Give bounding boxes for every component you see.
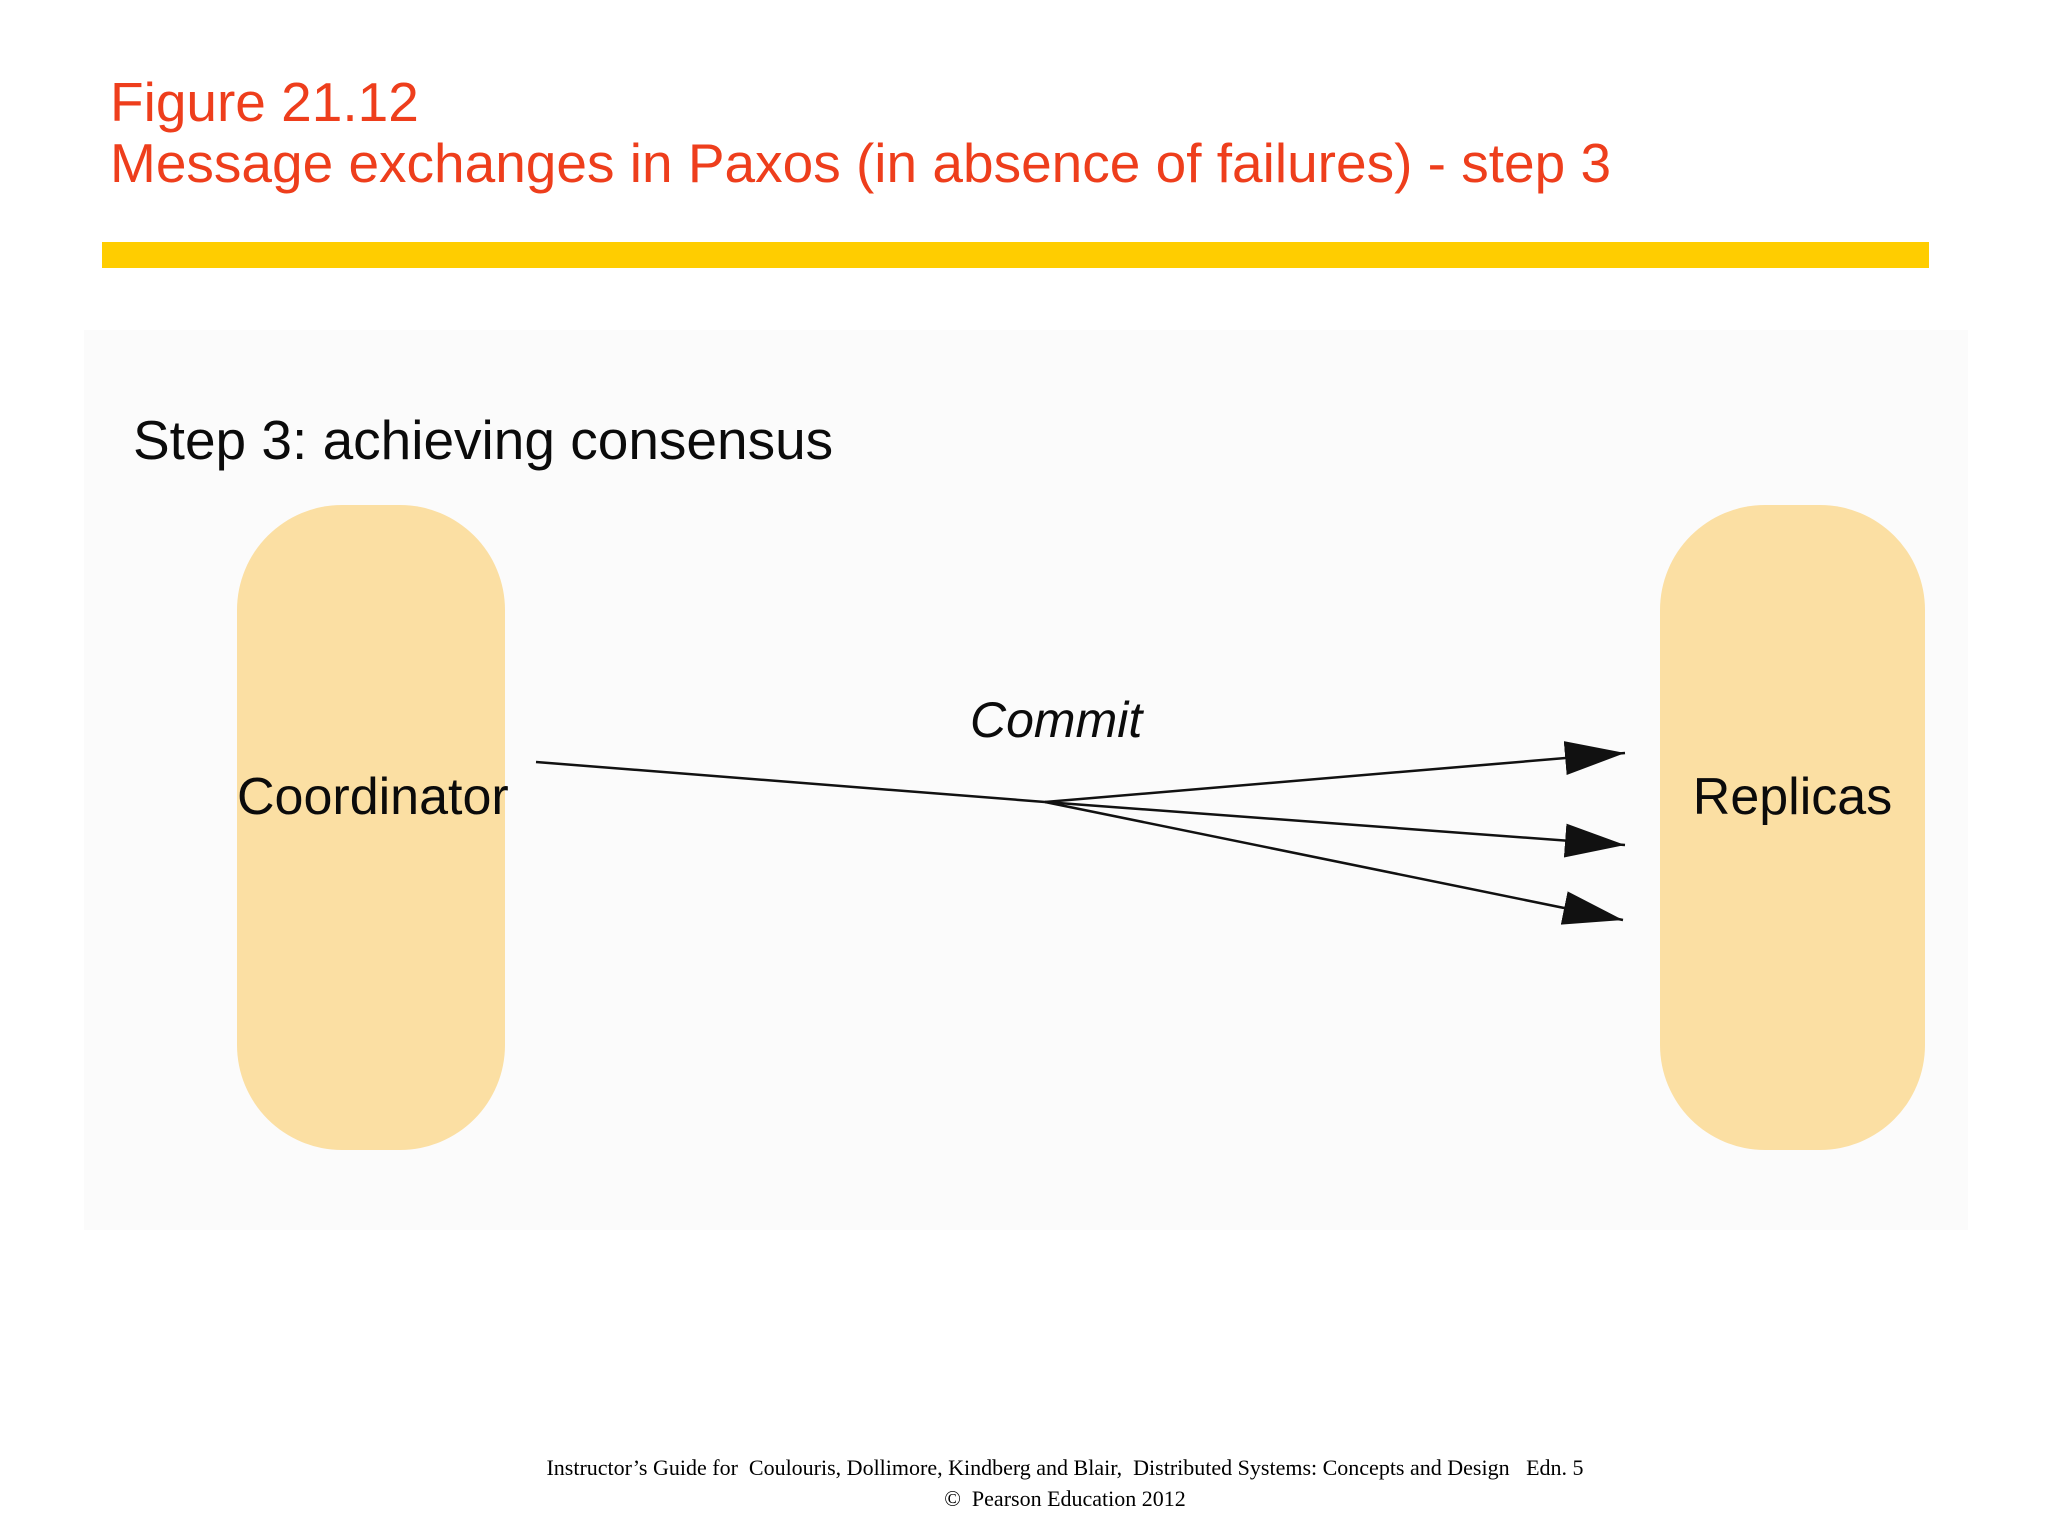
step-heading: Step 3: achieving consensus (133, 409, 834, 471)
commit-message-label: Commit (970, 692, 1143, 748)
footer: Instructor’s Guide for Coulouris, Dollim… (41, 1452, 2048, 1514)
footer-attribution: Instructor’s Guide for Coulouris, Dollim… (546, 1455, 1584, 1480)
divider-bar (102, 242, 1929, 268)
replicas-node (1660, 505, 1925, 1150)
figure-title-line-2: Message exchanges in Paxos (in absence o… (110, 132, 1612, 194)
coordinator-node (237, 505, 505, 1150)
footer-copyright: © Pearson Education 2012 (944, 1486, 1186, 1511)
figure-title: Figure 21.12 Message exchanges in Paxos … (110, 72, 1611, 194)
coordinator-label: Coordinator (237, 768, 509, 826)
figure-title-line-1: Figure 21.12 (110, 71, 419, 133)
replicas-label: Replicas (1692, 768, 1893, 826)
